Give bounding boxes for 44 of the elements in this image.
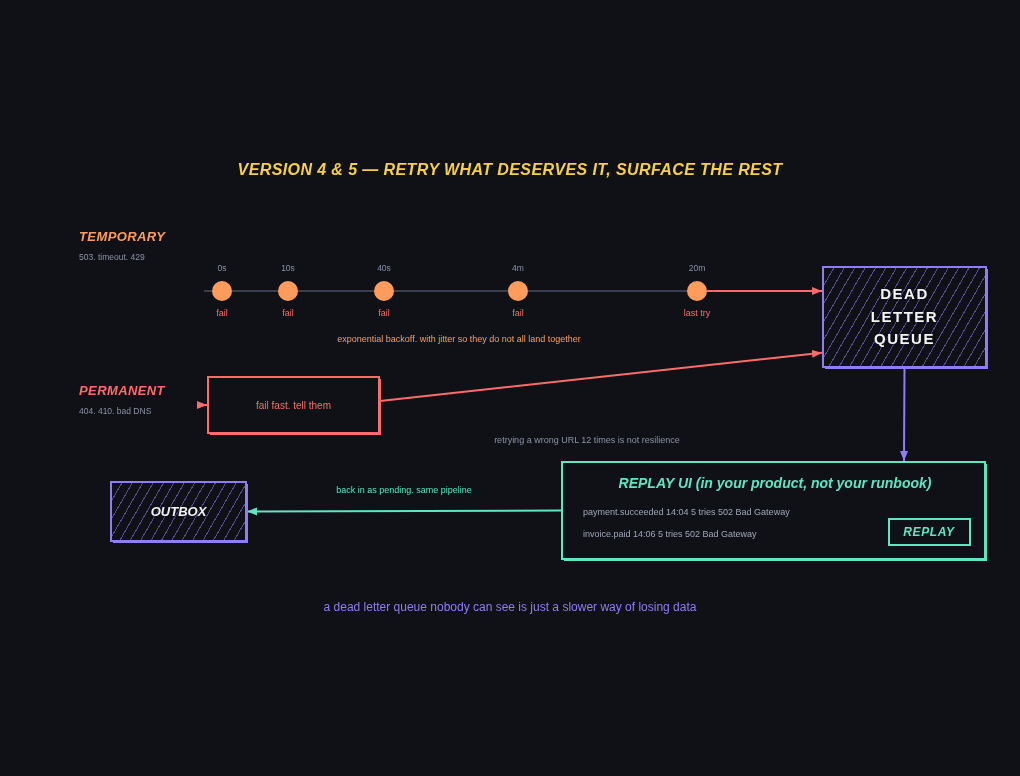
- attempt-outcome: fail: [512, 307, 524, 319]
- diagram-title: VERSION 4 & 5 — RETRY WHAT DESERVES IT, SURFACE THE REST: [237, 160, 783, 180]
- delay-label: 20m: [688, 262, 706, 274]
- timeline-segment: [231, 290, 279, 292]
- delay-label: 0s: [217, 262, 227, 274]
- attempt-dot: [687, 281, 707, 301]
- attempt-dot: [212, 281, 232, 301]
- attempt-outcome: fail: [282, 307, 294, 319]
- category-heading: TEMPORARY: [79, 229, 166, 245]
- box-label: OUTBOX: [150, 504, 207, 519]
- fail-fast-box: [207, 376, 380, 434]
- timeline-segment: [527, 290, 688, 292]
- arrow: [246, 507, 562, 516]
- category-codes: 503. timeout. 429: [79, 251, 145, 263]
- box-label: fail fast. tell them: [256, 399, 331, 411]
- timeline-note: exponential backoff. with jitter so they do not all land together: [337, 333, 581, 345]
- attempt-dot: [374, 281, 394, 301]
- outbox-box: [110, 481, 247, 542]
- attempt-outcome: fail: [378, 307, 390, 319]
- delay-label: 4m: [512, 262, 524, 274]
- edge-label: back in as pending. same pipeline: [333, 483, 475, 497]
- attempt-outcome: last try: [683, 307, 711, 319]
- note: retrying a wrong URL 12 times is not resilience: [494, 434, 680, 446]
- replay-button: REPLAY: [887, 517, 971, 546]
- category-codes: 404. 410. bad DNS: [79, 405, 152, 417]
- delay-label: 40s: [377, 262, 391, 274]
- attempt-dot: [508, 281, 528, 301]
- timeline-segment: [393, 290, 509, 292]
- arrow: [379, 349, 823, 402]
- panel-heading: REPLAY UI (in your product, not your runbook): [618, 474, 932, 492]
- failed-event-row: invoice.paid 14:06 5 tries 502 Bad Gateway: [583, 528, 757, 540]
- arrow: [196, 401, 208, 409]
- category-heading: PERMANENT: [79, 383, 165, 399]
- attempt-dot: [278, 281, 298, 301]
- dead-letter-queue-box: [822, 266, 987, 368]
- delay-label: 10s: [281, 262, 295, 274]
- replay-panel: [561, 461, 986, 560]
- attempt-outcome: fail: [216, 307, 228, 319]
- arrow: [900, 367, 909, 462]
- box-label: DEAD LETTER QUEUE: [869, 284, 940, 350]
- timeline-segment: [297, 290, 375, 292]
- failed-event-row: payment.succeeded 14:04 5 tries 502 Bad Gateway: [583, 506, 790, 518]
- arrow: [706, 287, 823, 295]
- footer-note: a dead letter queue nobody can see is just a slower way of losing data: [323, 599, 697, 615]
